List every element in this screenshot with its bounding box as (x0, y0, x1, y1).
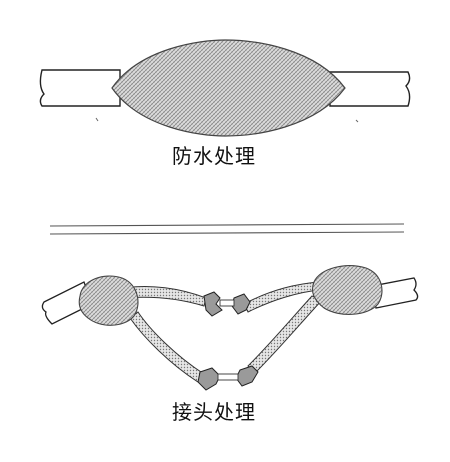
joint-treatment-diagram (41, 265, 419, 391)
cable-left-bottom (41, 281, 93, 325)
caption-joint-treatment: 接头处理 (172, 400, 256, 424)
conductor-left-upper (123, 286, 207, 307)
splice-bottom-bridge (217, 373, 239, 381)
separator-line (49, 223, 405, 235)
cable-left-top (39, 69, 121, 107)
joint-wrap-left (78, 275, 139, 326)
caption-waterproof-treatment: 防水处理 (172, 144, 256, 168)
splice-top-bridge (219, 299, 235, 307)
waterproof-treatment-diagram (39, 39, 411, 137)
splice-bottom-right (235, 365, 259, 387)
splice-bottom-left (197, 367, 221, 391)
cable-right-top (329, 71, 411, 107)
splice-top-left (203, 291, 223, 317)
conductor-left-lower (129, 311, 205, 383)
joint-wrap-right (311, 265, 383, 315)
cable-right-bottom (371, 277, 419, 309)
conductor-right-lower (247, 295, 323, 373)
waterproof-wrap (111, 39, 346, 137)
